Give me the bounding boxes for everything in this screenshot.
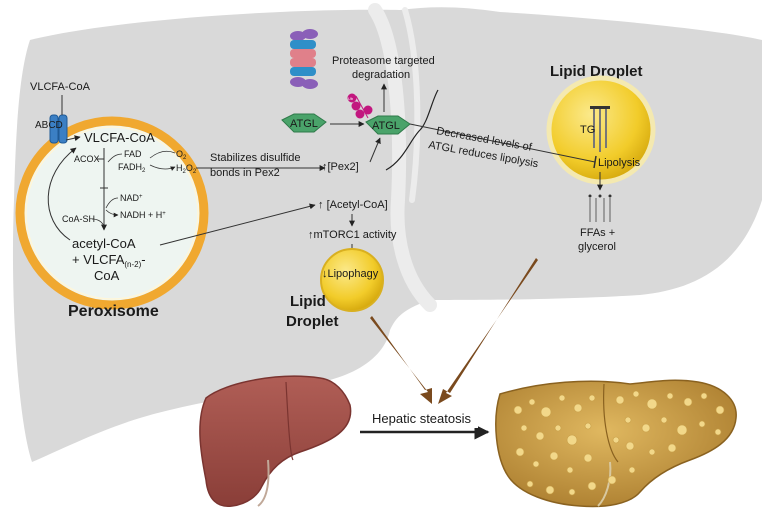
acetyl-node-text: [Acetyl-CoA] — [327, 199, 388, 211]
pex2-label-2: bonds in Pex2 — [210, 167, 280, 179]
lipolysis-inhibition — [409, 123, 596, 163]
nad-sup: + — [139, 194, 143, 200]
fad-cycle-curve — [107, 153, 123, 163]
fatty-liver-vessel — [597, 461, 612, 507]
steatosis-arrow-right — [438, 258, 538, 404]
lipophagy-down: ↓ — [322, 268, 328, 280]
liver-fissure-2 — [402, 7, 421, 203]
liver-fissure — [368, 3, 437, 312]
lipid-droplet-large-title: Lipid Droplet — [550, 63, 643, 80]
product-line-2: + VLCFA(n-2)- — [72, 252, 146, 269]
fadh2-base: FADH — [118, 162, 142, 172]
healthy-liver-icon — [199, 375, 352, 508]
o2-sub: 2 — [183, 155, 187, 161]
fadh2-sub: 2 — [142, 168, 146, 174]
proteasome-label-1: Proteasome targeted — [332, 55, 435, 67]
tg-molecule-icon — [590, 106, 610, 152]
nad-curve — [105, 197, 119, 209]
outcome-label-bg — [370, 410, 478, 428]
healthy-liver-ligament — [285, 381, 294, 461]
o2-curve — [149, 150, 176, 159]
nad-base: NAD — [120, 193, 140, 203]
atgl-left-label: ATGL — [290, 118, 318, 130]
steatosis-arrow-left — [370, 316, 432, 404]
ffa-label-2: glycerol — [578, 241, 616, 253]
inhibition-bar — [593, 155, 597, 169]
ubiquitin-chain-icon — [347, 93, 373, 119]
product-line-2-base: + VLCFA — [72, 252, 125, 267]
pex2-bracket — [385, 89, 439, 171]
h2o2-sub1: 2 — [183, 169, 187, 175]
acetyl-arrow — [159, 203, 316, 246]
fat-vacuoles-icon — [513, 390, 725, 496]
abcd-label: ABCD — [35, 120, 63, 131]
tg-label: TG — [580, 124, 595, 136]
product-line-1: acetyl-CoA — [72, 236, 136, 251]
fad-label: FAD — [124, 149, 142, 159]
pex2-node: ↑[Pex2] — [322, 161, 359, 173]
lipophagy-text: Lipophagy — [328, 268, 379, 280]
h2o2-base: H — [176, 163, 183, 173]
acetyl-up: ↑ — [318, 199, 327, 211]
outcome-label: Hepatic steatosis — [372, 411, 471, 426]
lipophagy-label: ↓Lipophagy — [322, 268, 379, 280]
product-line-3: CoA — [94, 268, 120, 283]
nadh-base: NADH + H — [120, 210, 162, 220]
mtorc-text: mTORC1 activity — [314, 229, 397, 241]
h2o2-label: H2O2 — [176, 163, 197, 175]
nadh-curve — [105, 209, 119, 218]
recycle-arc — [47, 147, 77, 241]
vlcfa-coa-inside: VLCFA-CoA — [84, 130, 155, 145]
acetyl-node: ↑ [Acetyl-CoA] — [318, 199, 388, 211]
atgl-left-icon — [281, 113, 327, 133]
pex2-node-text: [Pex2] — [328, 161, 359, 173]
o2-label: O2 — [176, 149, 187, 161]
proteasome-icon — [290, 29, 318, 89]
h2o2-o: O — [186, 163, 193, 173]
lipid-droplet-small-line1: Lipid — [290, 293, 326, 310]
healthy-liver-vessel — [257, 459, 270, 507]
peroxisome-inner-ring — [25, 126, 199, 300]
lipid-droplet-small — [320, 248, 384, 312]
h2o2-curve — [149, 164, 176, 171]
mtorc-label: ↑mTORC1 activity — [308, 229, 397, 241]
peroxisome-title: Peroxisome — [68, 303, 159, 320]
product-sub: (n-2) — [124, 260, 141, 269]
product-dash: - — [141, 252, 145, 267]
peroxisome-membrane — [15, 116, 209, 310]
vlcfa-coa-outside: VLCFA-CoA — [30, 81, 91, 93]
nad-label: NAD+ — [120, 193, 143, 203]
o2-base: O — [176, 149, 183, 159]
pex2-label-1: Stabilizes disulfide — [210, 152, 301, 164]
h2o2-sub2: 2 — [193, 169, 197, 175]
fadh2-label: FADH2 — [118, 162, 146, 174]
proteasome-label-2: degradation — [352, 69, 410, 81]
abcd-transporter-icon — [49, 114, 68, 144]
lipolysis-label: Lipolysis — [598, 157, 641, 169]
pex2-up: ↑ — [322, 161, 328, 173]
ffa-release-icon — [588, 172, 612, 222]
fatty-liver-icon — [495, 379, 737, 508]
nadh-sup: + — [162, 211, 166, 217]
mtorc-up: ↑ — [308, 229, 314, 241]
atgl-right-label: ATGL — [372, 120, 400, 132]
lipid-droplet-small-line2: Droplet — [286, 313, 339, 330]
vlcfa-import-arrow — [65, 135, 81, 142]
ffa-label-1: FFAs + — [580, 227, 615, 239]
coash-label: CoA-SH — [62, 214, 95, 224]
ub-label: Ub — [348, 96, 354, 101]
fatty-liver-ligament — [603, 383, 619, 463]
acox-label: ACOX — [74, 154, 100, 164]
pex2-to-atgl — [369, 137, 381, 163]
nadh-label: NADH + H+ — [120, 210, 166, 220]
coash-curve — [91, 218, 105, 227]
